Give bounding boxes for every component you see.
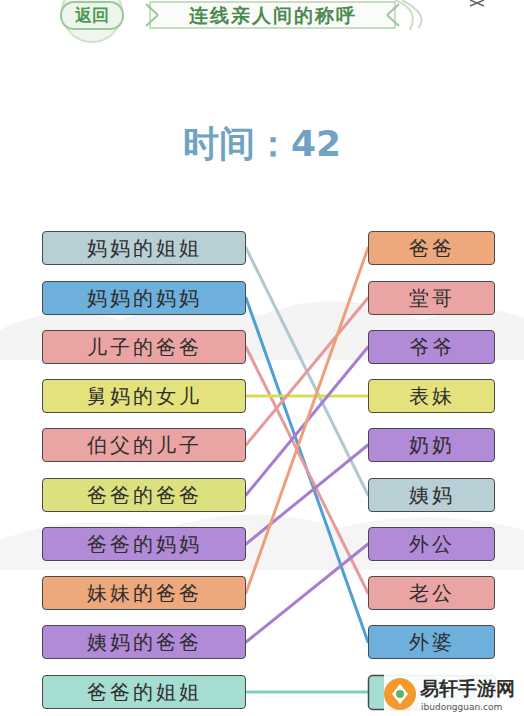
answer-box: 爸爸: [368, 231, 495, 265]
title-text: 连线亲人间的称呼: [150, 3, 395, 29]
relation-box: 妈妈的姐姐: [42, 231, 246, 265]
relation-box: 爸爸的妈妈: [42, 527, 246, 561]
watermark-url: ibudongguan.com: [421, 702, 502, 712]
connector-line: [246, 544, 368, 642]
close-icon: [470, 0, 484, 6]
connector-line: [246, 395, 368, 398]
box-text: 爷爷: [409, 334, 455, 361]
box-text: 妈妈的姐姐: [87, 235, 202, 262]
box-text: 老公: [409, 580, 455, 607]
relation-box: 儿子的爸爸: [42, 330, 246, 364]
answer-box: 爷爷: [368, 330, 495, 364]
box-text: 儿子的爸爸: [87, 334, 202, 361]
mountain-shade: [0, 514, 524, 570]
box-text: 妹妹的爸爸: [87, 580, 202, 607]
box-text: 姨妈的爸爸: [87, 629, 202, 656]
relation-box: 姨妈的爸爸: [42, 625, 246, 659]
watermark-icon: [396, 690, 404, 698]
box-text: 堂哥: [409, 285, 455, 312]
relation-box: 妹妹的爸爸: [42, 576, 246, 610]
box-text: 爸爸的妈妈: [87, 531, 202, 558]
box-text: 爸爸的爸爸: [87, 482, 202, 509]
leaf-decor: [395, 0, 422, 30]
watermark-icon: [384, 678, 416, 710]
title-banner: [150, 2, 395, 28]
connector-line: [246, 248, 368, 593]
connector-line: [246, 691, 368, 694]
box-text: 返回: [75, 4, 109, 27]
answer-box: 外婆: [368, 625, 495, 659]
timer-text: 时间：42: [0, 120, 524, 169]
box-text: 外婆: [409, 629, 455, 656]
box-text: 爸爸: [409, 235, 455, 262]
answer-box: 堂哥: [368, 281, 495, 315]
answer-box: 表妹: [368, 379, 495, 413]
watermark-icon: [392, 684, 408, 704]
relation-box: 爸爸的姐姐: [42, 675, 246, 709]
box-text: 表妹: [409, 383, 455, 410]
box-text: 奶奶: [409, 432, 455, 459]
box-text: 外公: [409, 531, 455, 558]
box-text: 爸爸的姐姐: [87, 679, 202, 706]
connector-line: [246, 347, 368, 593]
connector-line: [246, 445, 368, 544]
connector-line: [246, 298, 368, 642]
answer-box: 外公: [368, 527, 495, 561]
answer-box: 奶奶: [368, 428, 495, 462]
relation-box: 妈妈的妈妈: [42, 281, 246, 315]
box-text: 姨妈: [409, 482, 455, 509]
answer-box: 老公: [368, 576, 495, 610]
watermark-ground: [384, 674, 524, 716]
answer-box: 姨妈: [368, 478, 495, 512]
relation-box: 伯父的儿子: [42, 428, 246, 462]
relation-box: 舅妈的女儿: [42, 379, 246, 413]
relation-box: 爸爸的爸爸: [42, 478, 246, 512]
box-text: 伯父的儿子: [87, 432, 202, 459]
box-text: 舅妈的女儿: [87, 383, 202, 410]
box-text: 妈妈的妈妈: [87, 285, 202, 312]
watermark-text: 易轩手游网: [420, 676, 515, 702]
back-button: 返回: [60, 1, 124, 30]
